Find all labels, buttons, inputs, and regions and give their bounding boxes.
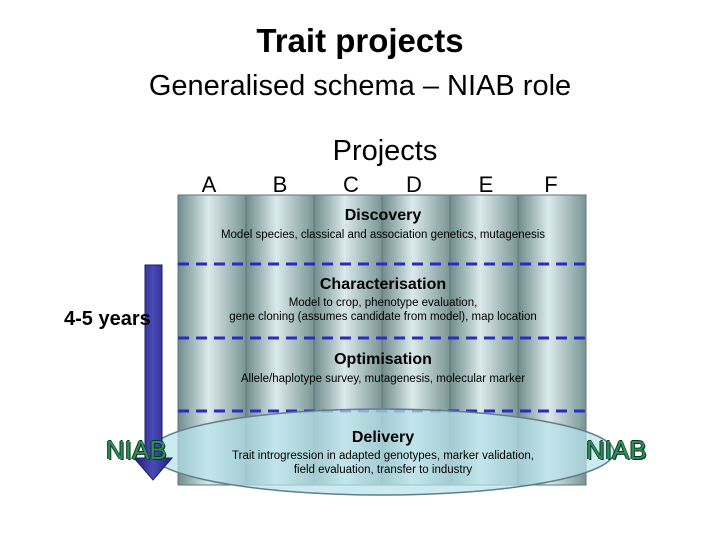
stage-description-delivery-line1: Trait introgression in adapted genotypes… [232, 450, 534, 462]
page-subtitle: Generalised schema – NIAB role [148, 70, 572, 102]
stage-description-delivery-line2: field evaluation, transfer to industry [293, 464, 473, 476]
stage-title-discovery: Discovery [344, 207, 422, 224]
project-label-c: C [343, 172, 359, 197]
stage-title-delivery: Delivery [351, 429, 415, 446]
stage-description-characterisation-line2: gene cloning (assumes candidate from mod… [229, 311, 537, 323]
stage-title-characterisation: Characterisation [319, 276, 447, 293]
niab-label-left: NIAB [106, 435, 167, 465]
stage-description-characterisation-line1: Model to crop, phenotype evaluation, [288, 297, 478, 309]
timescale-arrow [132, 264, 174, 481]
project-label-d: D [406, 172, 422, 197]
project-label-f: F [544, 172, 558, 197]
timescale-label: 4-5 years [64, 308, 151, 330]
stage-description-discovery: Model species, classical and association… [220, 229, 546, 241]
page-title: Trait projects [256, 22, 464, 59]
project-label-b: B [272, 172, 288, 197]
stage-title-optimisation: Optimisation [334, 351, 432, 368]
project-label-a: A [201, 172, 217, 197]
projects-heading: Projects [332, 135, 438, 167]
project-label-e: E [478, 172, 494, 197]
niab-label-right: NIAB [586, 435, 647, 465]
stage-description-optimisation: Allele/haplotype survey, mutagenesis, mo… [240, 373, 526, 385]
